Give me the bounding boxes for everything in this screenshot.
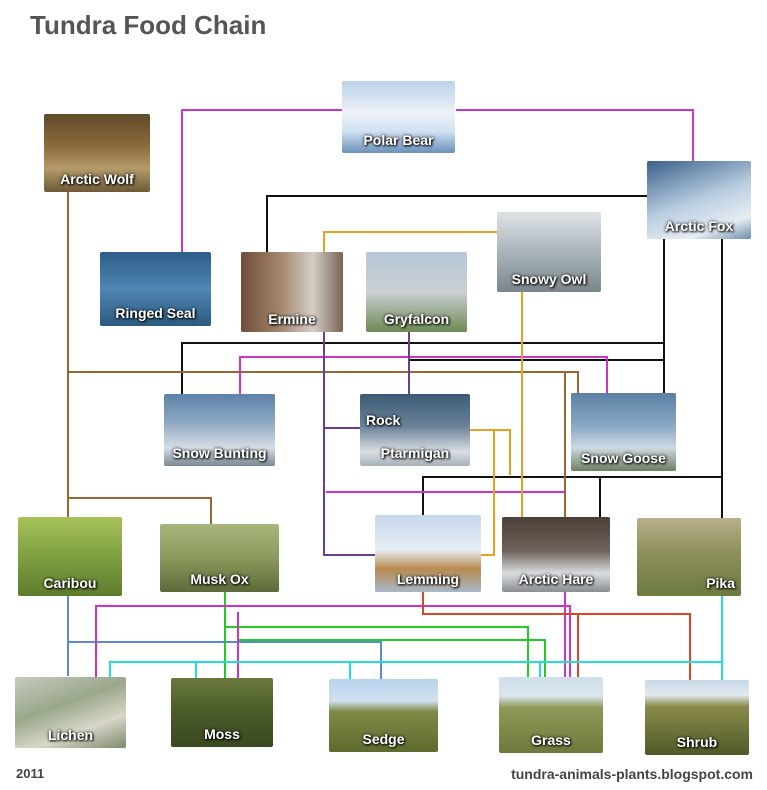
node-label-line2: Ptarmigan [380, 445, 450, 461]
node-polar-bear[interactable]: Polar Bear [342, 81, 455, 153]
node-snowy-owl[interactable]: Snowy Owl [497, 212, 601, 292]
link-magenta-lichen [95, 605, 571, 677]
node-label: Gryfalcon [383, 311, 450, 327]
diagram-title: Tundra Food Chain [30, 10, 267, 40]
node-lemming[interactable]: Lemming [375, 515, 481, 592]
node-label: Pika [706, 575, 735, 591]
node-grass[interactable]: Grass [499, 677, 603, 753]
link-ermine-lemming [323, 332, 375, 556]
footer-website[interactable]: tundra-animals-plants.blogspot.com [511, 766, 753, 782]
link-arctic-fox-prey-1 [181, 239, 665, 394]
link-snowy-owl-ermine [323, 231, 498, 252]
node-lichen[interactable]: Lichen [15, 677, 126, 748]
node-label: Lichen [47, 727, 94, 743]
link-snowy-owl-lemming [481, 430, 495, 556]
link-musk-ox-grass [225, 626, 529, 677]
node-label: Moss [204, 726, 240, 742]
node-label: Musk Ox [190, 571, 249, 587]
node-label: Shrub [676, 734, 718, 750]
link-arctic-wolf-goose [68, 371, 579, 393]
link-arctic-fox-ptarmigan [408, 359, 664, 394]
node-caribou[interactable]: Caribou [18, 517, 122, 596]
link-polar-bear-arctic-fox [456, 109, 694, 161]
node-rock-ptarmigan[interactable]: Rock Ptarmigan [360, 394, 470, 466]
node-pika[interactable]: Pika [637, 518, 741, 596]
link-arctic-fox-ermine [266, 195, 647, 252]
node-label: Caribou [43, 575, 97, 591]
node-snow-goose[interactable]: Snow Goose [571, 393, 676, 471]
link-arctic-fox-lemming [422, 239, 723, 515]
node-label: Ermine [268, 311, 316, 327]
node-label: Snow Goose [581, 450, 666, 466]
node-label-line1: Rock [366, 412, 401, 428]
link-arctic-wolf-musk-ox [68, 497, 212, 524]
node-sedge[interactable]: Sedge [329, 679, 438, 752]
node-arctic-fox[interactable]: Arctic Fox [647, 161, 751, 239]
node-musk-ox[interactable]: Musk Ox [160, 524, 279, 592]
node-label: Ringed Seal [115, 305, 196, 321]
link-snowy-owl-ptarmigan [470, 429, 511, 475]
node-arctic-hare[interactable]: Arctic Hare [502, 517, 610, 592]
node-label: Arctic Hare [518, 571, 594, 587]
node-label: Snowy Owl [511, 271, 587, 287]
node-label: Snow Bunting [172, 445, 267, 461]
node-label: Arctic Fox [664, 218, 734, 234]
node-moss[interactable]: Moss [171, 678, 273, 747]
node-label: Lemming [396, 571, 460, 587]
node-arctic-wolf[interactable]: Arctic Wolf [44, 114, 150, 192]
link-pika-row [109, 661, 722, 677]
node-ringed-seal[interactable]: Ringed Seal [100, 252, 211, 326]
footer-year: 2011 [16, 766, 45, 781]
node-label: Arctic Wolf [60, 171, 134, 187]
node-ermine[interactable]: Ermine [241, 252, 343, 332]
node-label: Polar Bear [363, 132, 434, 148]
node-label: Grass [531, 732, 571, 748]
link-magenta-mid [239, 356, 608, 394]
node-gryfalcon[interactable]: Gryfalcon [366, 252, 467, 332]
node-label: Sedge [362, 731, 405, 747]
link-musk-ox-sedge [238, 639, 546, 677]
link-hare-shrub [422, 592, 691, 680]
node-shrub[interactable]: Shrub [645, 680, 749, 755]
node-snow-bunting[interactable]: Snow Bunting [164, 394, 275, 466]
link-caribou-sedge [68, 641, 382, 679]
link-polar-bear-ringed-seal [181, 109, 342, 252]
